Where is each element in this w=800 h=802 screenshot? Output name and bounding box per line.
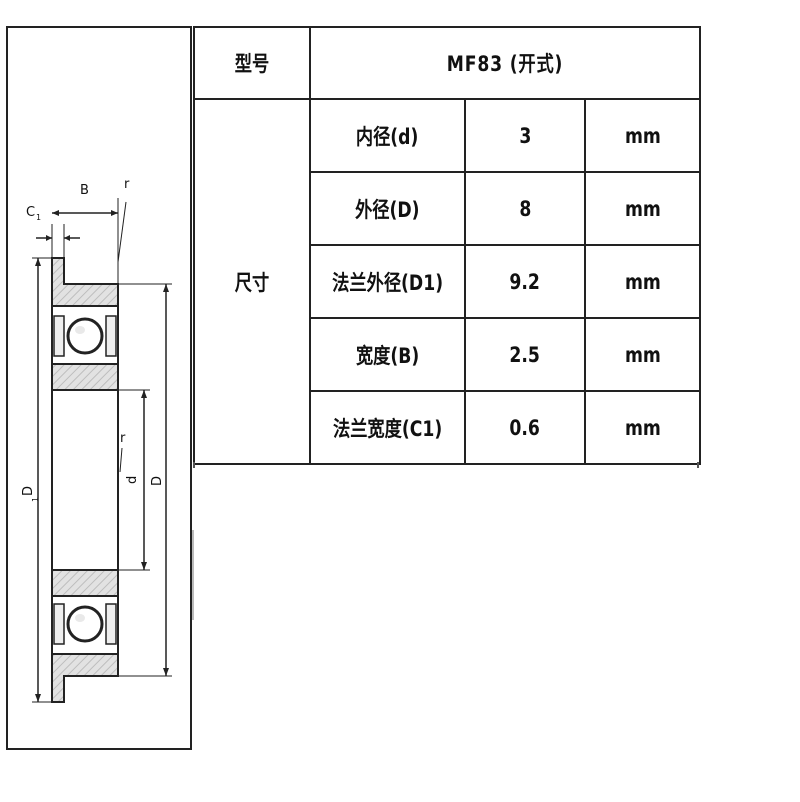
table-row: 外径(D) 8 mm [194,171,702,246]
dim-unit: mm [624,269,661,294]
dim-value-cell: 8 [464,171,586,246]
table-row: 尺寸 内径(d) 3 mm [193,98,702,465]
dim-unit-cell: mm [583,317,702,392]
dim-name-cell: 内径(d) [309,98,466,173]
inner-ring-bottom [51,569,119,597]
ball-bottom [66,605,104,643]
table-row: 宽度(B) 2.5 mm [194,317,702,392]
dim-name: 宽度(B) [355,343,420,368]
label-c1-sub: 1 [36,213,41,222]
label-d1-sub: 1 [31,497,40,502]
dim-name: 外径(D) [355,197,420,222]
faint-divider [192,530,194,620]
dim-unit-cell: mm [583,390,702,465]
outer-ring-top [51,257,119,307]
dim-value-cell: 3 [464,98,586,173]
model-label: 型号 [234,52,270,76]
dim-unit-cell: mm [583,171,702,246]
ball-top [66,317,104,355]
label-r-top: r [124,177,130,192]
table-row: 法兰宽度(C1) 0.6 mm [194,390,702,465]
label-c1: C [26,205,35,220]
model-value: MF83 (开式) [446,52,564,76]
table-tail-divider [193,462,699,468]
label-d: d [125,476,140,484]
dim-value-cell: 0.6 [464,390,586,465]
dim-name-cell: 法兰宽度(C1) [309,390,466,465]
dimension-group-label: 尺寸 [234,270,270,295]
dim-unit: mm [624,342,661,367]
label-D: D [150,476,165,486]
dim-value-cell: 9.2 [464,244,586,319]
dim-value: 9.2 [509,269,541,294]
spec-table: 型号 MF83 (开式) 尺寸 内径(d) 3 mm 外径(D) 8 mm 法兰… [193,26,702,465]
dim-name: 法兰外径(D1) [332,270,443,295]
outer-ring-bottom [51,653,119,703]
dim-unit: mm [624,123,661,148]
dim-name: 内径(d) [356,124,419,149]
dim-value: 0.6 [509,415,541,440]
label-d1: D [21,486,36,496]
dim-name-cell: 外径(D) [309,171,466,246]
table-row: 法兰外径(D1) 9.2 mm [194,244,702,319]
dim-unit-cell: mm [583,244,702,319]
inner-ring-top [51,363,119,391]
table-row-model: 型号 MF83 (开式) [193,26,702,100]
dimension-group-cell: 尺寸 [193,98,311,465]
label-r-mid: r [120,431,126,446]
dim-unit: mm [624,415,661,440]
bearing-drawing: C 1 B r d D r D 1 [6,26,192,750]
bearing-cross-section-diagram: C 1 B r d D r D 1 [21,177,172,703]
dim-value: 8 [519,196,531,221]
dim-unit: mm [624,196,661,221]
dim-unit-cell: mm [583,98,702,173]
dim-value: 3 [519,123,531,148]
dim-value-cell: 2.5 [464,317,586,392]
model-value-cell: MF83 (开式) [308,26,702,100]
dim-name-cell: 法兰外径(D1) [309,244,466,319]
dim-value: 2.5 [509,342,541,367]
model-label-cell: 型号 [193,26,311,100]
dim-name-cell: 宽度(B) [309,317,466,392]
dim-name: 法兰宽度(C1) [332,416,443,441]
label-b: B [80,183,89,198]
